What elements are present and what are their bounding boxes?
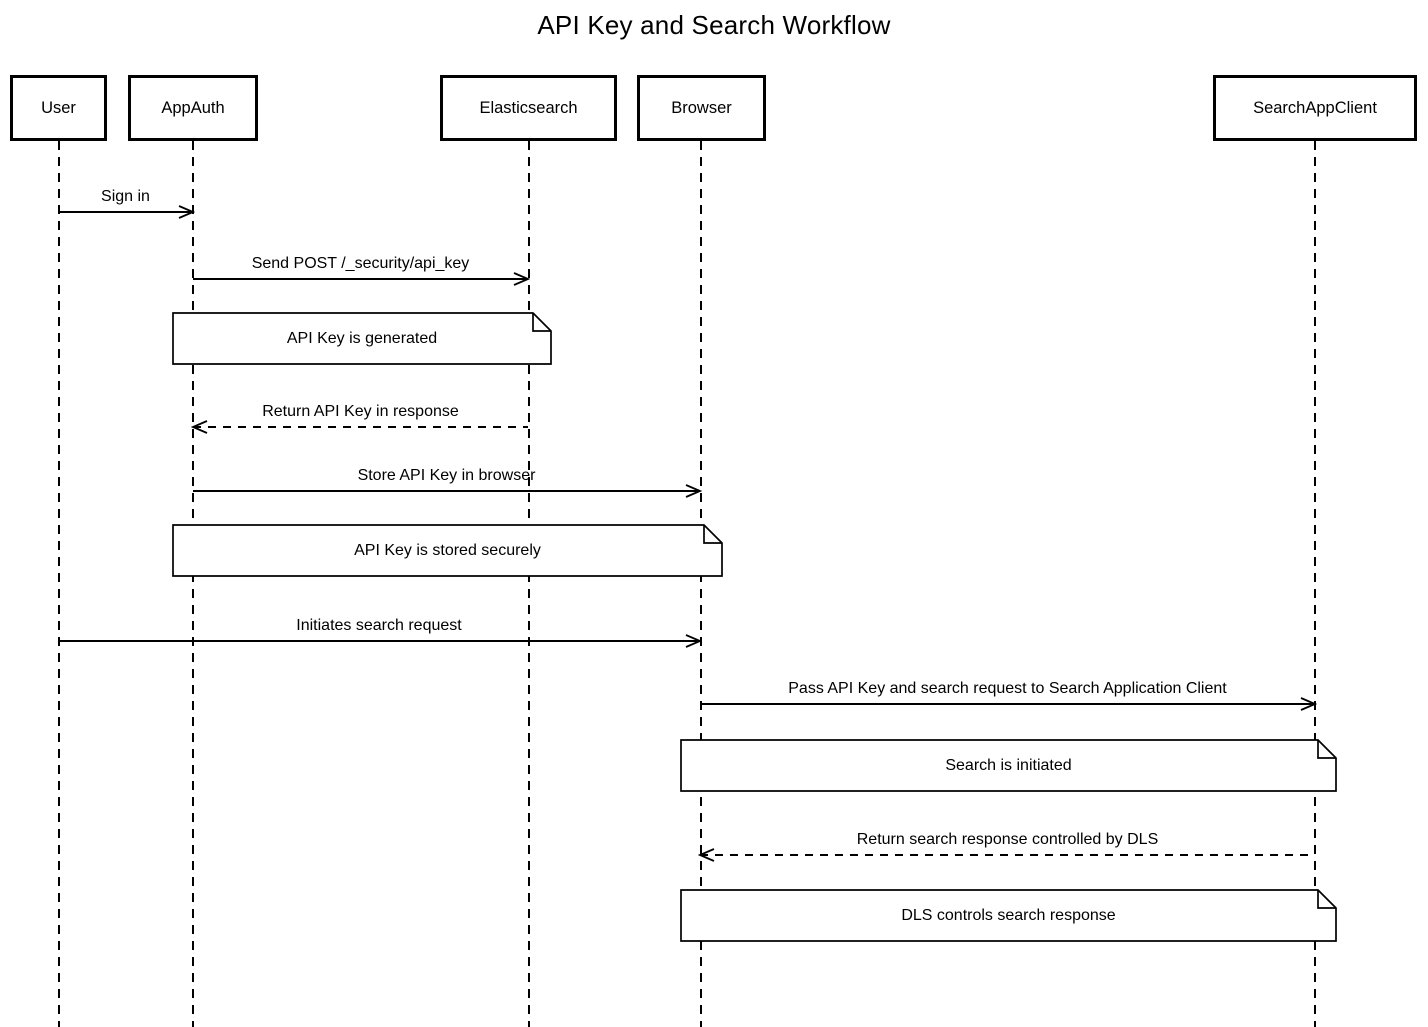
participant-user: User <box>10 75 107 141</box>
message-label: Pass API Key and search request to Searc… <box>788 680 1227 697</box>
participant-label: AppAuth <box>161 98 225 117</box>
note-api-key-generated: API Key is generated <box>172 312 552 365</box>
message-send-post-api-key: Send POST /_security/api_key <box>193 247 530 286</box>
note-search-initiated: Search is initiated <box>680 739 1337 792</box>
participant-appauth: AppAuth <box>128 75 258 141</box>
participant-label: SearchAppClient <box>1253 98 1377 117</box>
arrowhead-icon <box>513 272 530 286</box>
note-shape <box>172 312 552 365</box>
note-label: API Key is stored securely <box>354 541 541 559</box>
arrowhead-icon <box>191 420 208 434</box>
message-label: Store API Key in browser <box>357 467 536 484</box>
message-line <box>58 211 193 213</box>
arrowhead-icon <box>685 634 702 648</box>
lifeline-searchappclient <box>1314 141 1316 1027</box>
participant-elasticsearch: Elasticsearch <box>440 75 617 141</box>
lifeline-browser <box>700 141 702 1027</box>
message-pass-api-key: Pass API Key and search request to Searc… <box>700 672 1317 711</box>
message-store-api-key: Store API Key in browser <box>193 459 702 498</box>
lifeline-user <box>58 141 60 1027</box>
message-line <box>193 490 700 492</box>
message-line <box>193 278 528 280</box>
message-label: Sign in <box>101 188 150 205</box>
arrowhead-icon <box>685 484 702 498</box>
message-sign-in: Sign in <box>58 180 195 219</box>
note-fold-corner <box>1317 890 1336 909</box>
message-return-api-key: Return API Key in response <box>191 395 528 434</box>
arrowhead-icon <box>178 205 195 219</box>
diagram-title: API Key and Search Workflow <box>537 10 891 40</box>
message-label: Send POST /_security/api_key <box>251 255 470 272</box>
note-label: DLS controls search response <box>901 906 1116 924</box>
note-shape <box>680 889 1337 942</box>
note-dls-controls-response: DLS controls search response <box>680 889 1337 942</box>
lifeline-appauth <box>192 141 194 1027</box>
message-label: Return search response controlled by DLS <box>856 831 1159 848</box>
note-label: API Key is generated <box>286 329 438 347</box>
note-fold-corner <box>1317 740 1336 759</box>
message-line <box>700 854 1315 856</box>
participant-searchappclient: SearchAppClient <box>1213 75 1417 141</box>
message-return-search-response: Return search response controlled by DLS <box>698 823 1315 862</box>
participant-label: Elasticsearch <box>479 98 578 117</box>
note-api-key-stored: API Key is stored securely <box>172 524 723 577</box>
message-line <box>58 640 700 642</box>
message-line <box>193 426 528 428</box>
note-label: Search is initiated <box>945 756 1072 774</box>
message-line <box>700 703 1315 705</box>
message-initiates-search: Initiates search request <box>58 609 702 648</box>
message-label: Initiates search request <box>296 617 462 634</box>
participant-label: User <box>41 98 76 117</box>
note-fold-corner <box>532 313 551 332</box>
arrowhead-icon <box>1300 697 1317 711</box>
participant-label: Browser <box>671 98 732 117</box>
participant-browser: Browser <box>637 75 766 141</box>
arrowhead-icon <box>698 848 715 862</box>
lifeline-elasticsearch <box>528 141 530 1027</box>
note-fold-corner <box>703 525 722 544</box>
note-shape <box>680 739 1337 792</box>
message-label: Return API Key in response <box>262 403 459 420</box>
note-shape <box>172 524 723 577</box>
